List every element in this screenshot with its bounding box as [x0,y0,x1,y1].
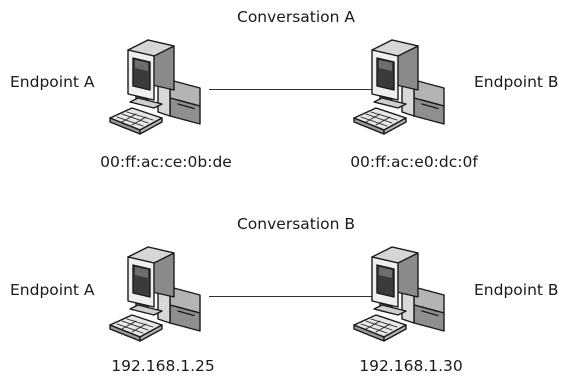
endpoint-a-address: 00:ff:ac:ce:0b:de [100,153,232,171]
connection-line [209,89,385,90]
endpoint-b-label: Endpoint B [474,73,559,91]
connection-line [209,296,385,297]
endpoint-a-label: Endpoint A [10,281,95,299]
desktop-computer-icon [108,38,210,142]
endpoint-b-label: Endpoint B [474,281,559,299]
endpoint-a-label: Endpoint A [10,73,95,91]
endpoint-a-address: 192.168.1.25 [111,357,215,375]
conversation-title: Conversation A [236,8,356,26]
desktop-computer-icon [108,245,210,349]
endpoint-b-address: 192.168.1.30 [359,357,463,375]
endpoint-b-address: 00:ff:ac:e0:dc:0f [350,153,478,171]
desktop-computer-icon [352,38,454,142]
conversation-title: Conversation B [236,215,356,233]
desktop-computer-icon [352,245,454,349]
